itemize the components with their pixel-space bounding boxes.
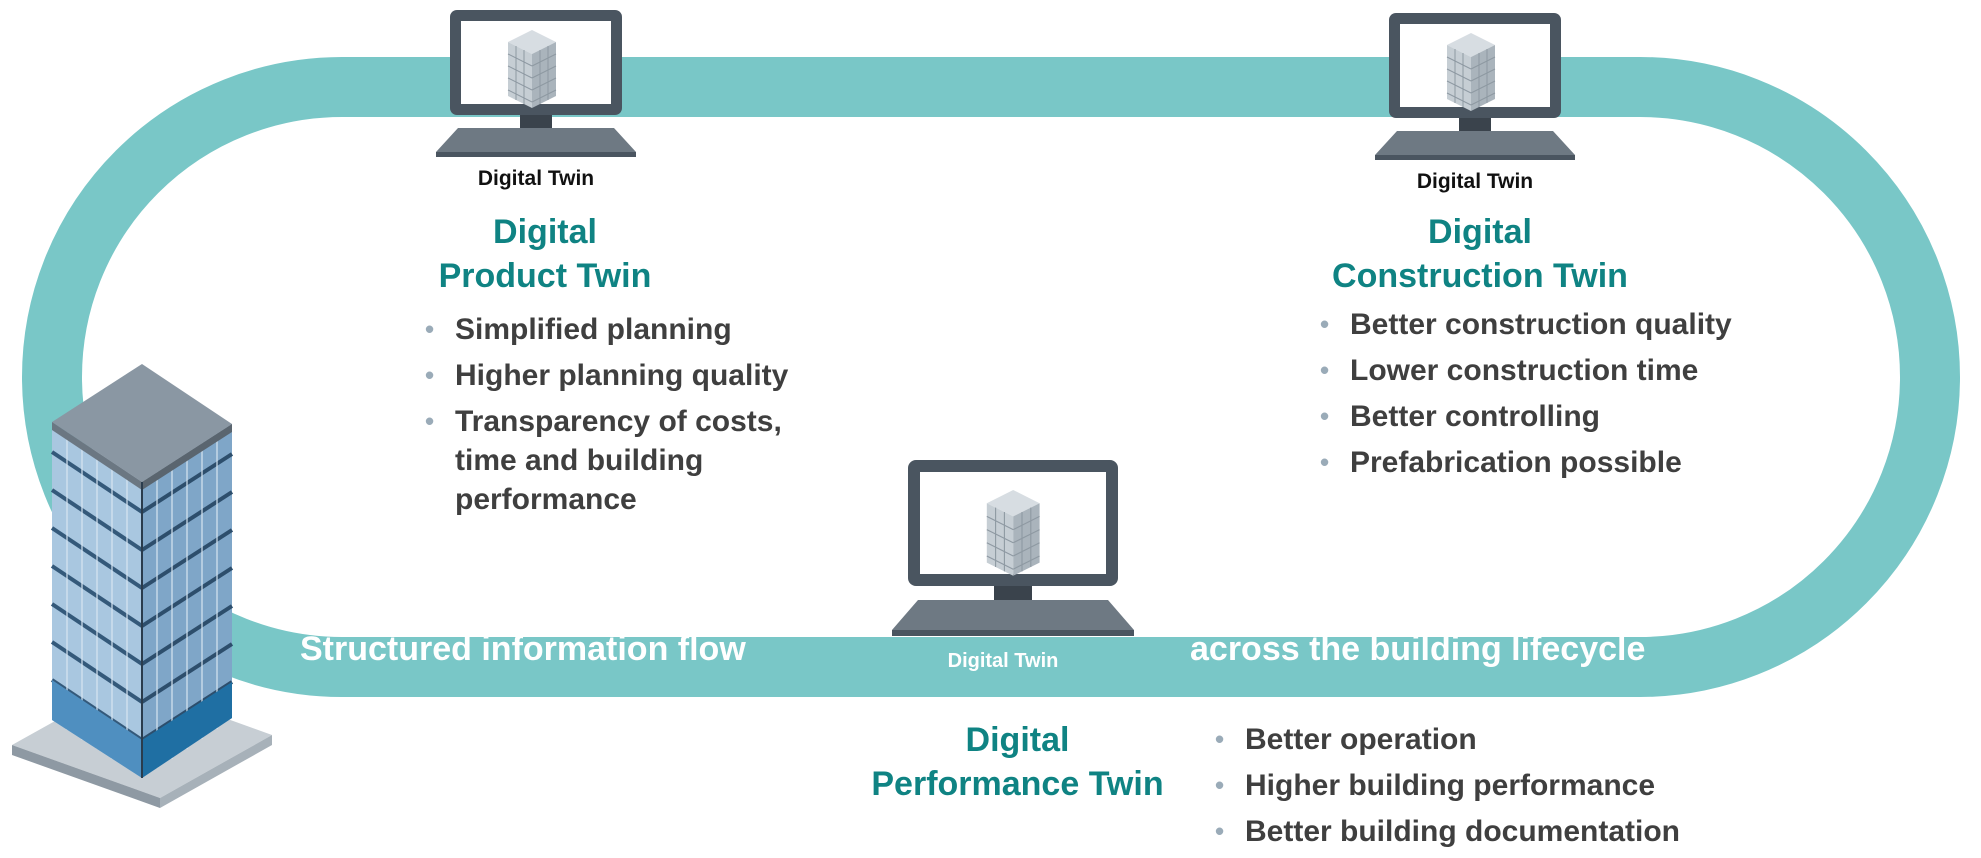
list-item: •Better operation bbox=[1215, 723, 1477, 756]
product-twin-title-line1: Digital bbox=[493, 213, 597, 251]
list-item: •Better construction quality bbox=[1320, 308, 1732, 341]
performance-twin-title-line1: Digital bbox=[965, 721, 1070, 759]
monitor-icon bbox=[436, 10, 636, 157]
product-twin-title-line2: Product Twin bbox=[438, 257, 652, 295]
list-item: •Higher building performance bbox=[1215, 769, 1656, 802]
monitor-caption-performance: Digital Twin bbox=[947, 650, 1059, 672]
list-item: •Simplified planning bbox=[425, 313, 732, 346]
construction-twin-title: Digital Construction Twin bbox=[1280, 210, 1680, 298]
list-item: •Lower construction time bbox=[1320, 354, 1699, 387]
performance-twin-benefits: •Better operation •Higher building perfo… bbox=[1215, 720, 1735, 858]
construction-twin-title-line1: Digital bbox=[1428, 213, 1532, 251]
monitor-caption-product: Digital Twin bbox=[477, 167, 595, 190]
construction-twin-benefits: •Better construction quality •Lower cons… bbox=[1320, 305, 1780, 489]
building-thumbnail-icon bbox=[986, 490, 1040, 576]
flow-label-left: Structured information flow bbox=[300, 630, 746, 668]
list-item: •Higher planning quality bbox=[425, 359, 789, 392]
monitor-caption-construction: Digital Twin bbox=[1416, 170, 1534, 193]
product-twin-benefits: •Simplified planning •Higher planning qu… bbox=[425, 310, 845, 526]
list-item: •Prefabrication possible bbox=[1320, 446, 1682, 479]
flow-label-right: across the building lifecycle bbox=[1190, 630, 1646, 668]
building-thumbnail-icon bbox=[1446, 33, 1496, 111]
building-thumbnail-icon bbox=[507, 30, 557, 108]
list-item: •Better building documentation bbox=[1215, 815, 1680, 848]
list-item: •Better controlling bbox=[1320, 400, 1601, 433]
performance-twin-title-line2: Performance Twin bbox=[871, 765, 1164, 803]
monitor-icon bbox=[1375, 13, 1575, 160]
monitor-icon bbox=[892, 460, 1134, 636]
performance-twin-title: Digital Performance Twin bbox=[850, 718, 1185, 806]
list-item: •Transparency of costs, time and buildin… bbox=[425, 405, 782, 516]
product-twin-title: Digital Product Twin bbox=[395, 210, 695, 298]
construction-twin-title-line2: Construction Twin bbox=[1332, 257, 1628, 295]
loop-track bbox=[22, 57, 1960, 697]
building-icon bbox=[12, 364, 272, 808]
